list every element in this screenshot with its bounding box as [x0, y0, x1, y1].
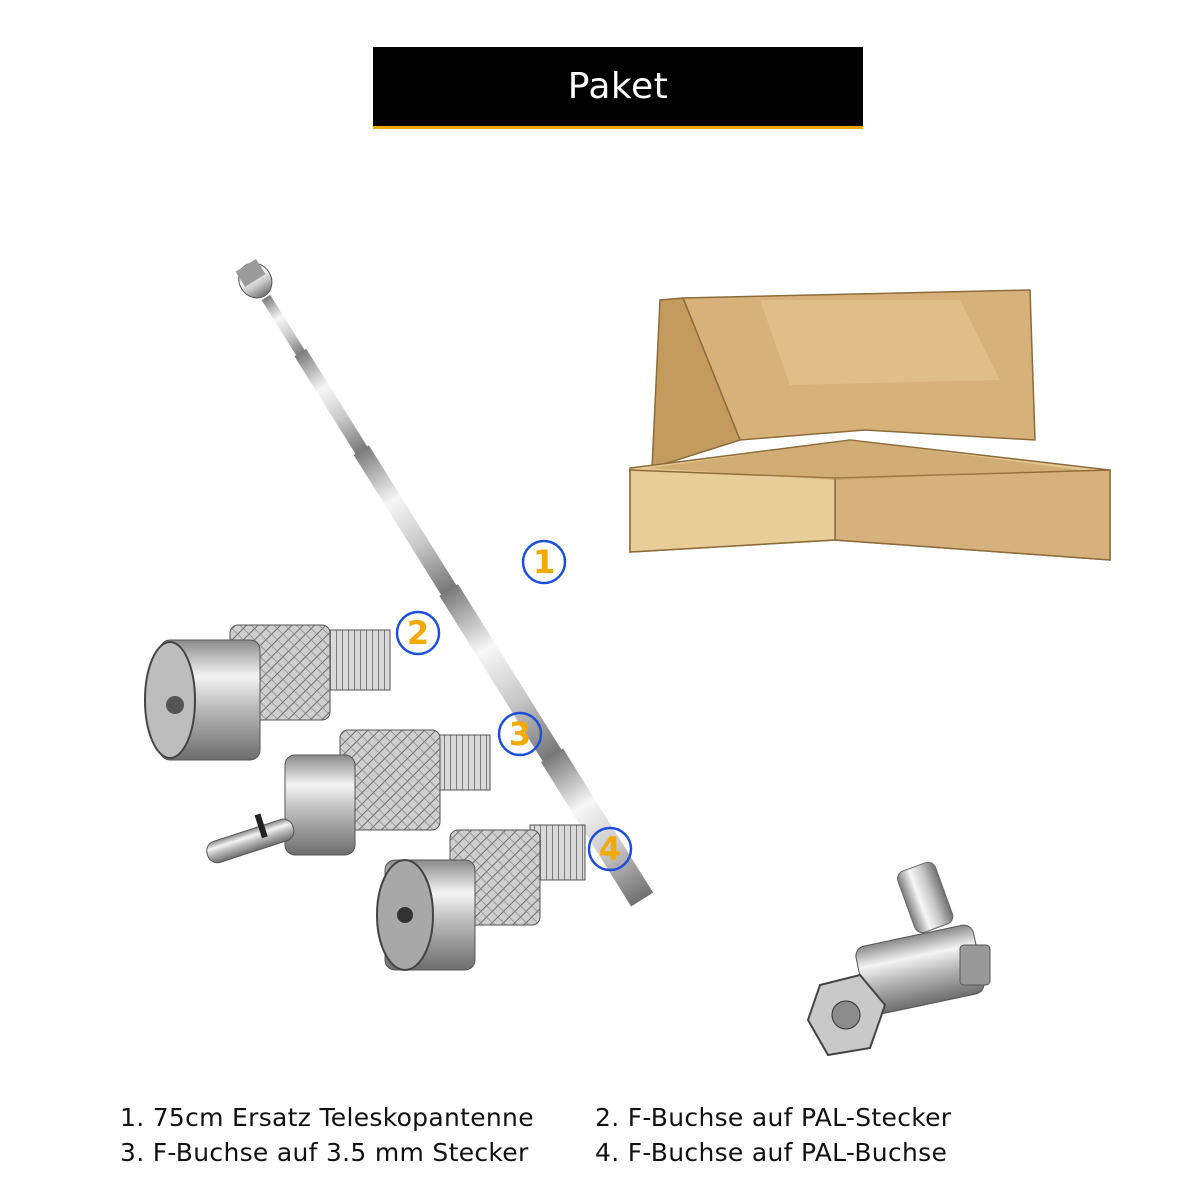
header-title: Paket	[567, 66, 669, 107]
telescopic-antenna-icon	[235, 258, 991, 1057]
pal-socket-adapter-icon	[376, 824, 586, 971]
badge-circle-2	[395, 610, 441, 656]
jack-35mm-adapter-icon	[206, 729, 491, 864]
header-bar: Paket	[373, 47, 863, 129]
badge-number-3: 3	[508, 715, 532, 753]
caption-list: 1. 75cm Ersatz Teleskopantenne 2. F-Buch…	[120, 1103, 1020, 1167]
caption-item-2: 2. F-Buchse auf PAL-Stecker	[595, 1103, 952, 1132]
badge-number-1: 1	[532, 543, 556, 581]
badge-circle-3	[497, 711, 543, 757]
pal-plug-adapter-icon	[144, 624, 391, 761]
cardboard-box-icon	[629, 289, 1111, 561]
badge-circle-4	[587, 826, 633, 872]
caption-item-1: 1. 75cm Ersatz Teleskopantenne	[120, 1103, 534, 1132]
badge-circle-1	[521, 539, 567, 585]
badge-number-4: 4	[598, 830, 622, 868]
caption-item-3: 3. F-Buchse auf 3.5 mm Stecker	[120, 1138, 529, 1167]
caption-item-4: 4. F-Buchse auf PAL-Buchse	[595, 1138, 948, 1167]
badge-number-2: 2	[406, 614, 430, 652]
